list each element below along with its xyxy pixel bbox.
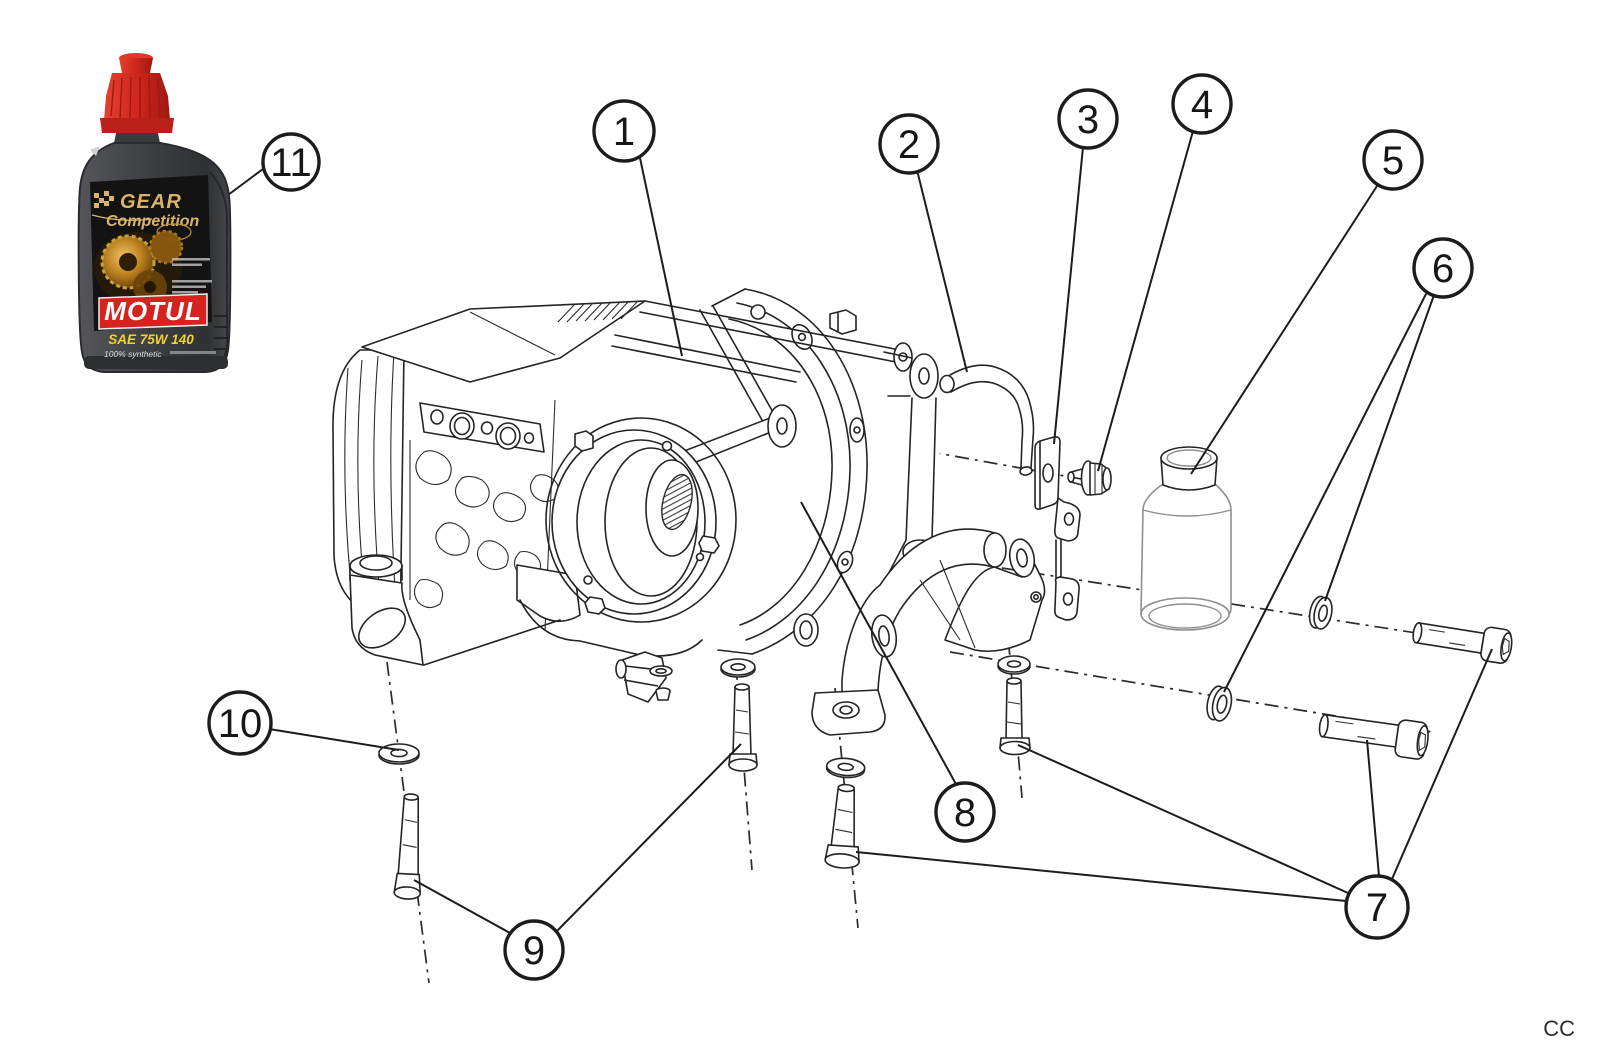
washer-6-upper [1308, 595, 1333, 630]
differential-housing [332, 288, 941, 704]
callout-2[interactable]: 2 [878, 113, 940, 175]
callout-5[interactable]: 5 [1362, 129, 1424, 191]
svg-text:1: 1 [613, 110, 635, 154]
callout-9[interactable]: 9 [503, 919, 565, 981]
svg-text:4: 4 [1191, 83, 1213, 127]
svg-text:9: 9 [523, 929, 545, 973]
svg-text:3: 3 [1077, 98, 1099, 142]
callout-6[interactable]: 6 [1412, 237, 1474, 299]
series-text: GEAR [120, 191, 182, 213]
gear-artwork [94, 229, 184, 304]
bolt-9-left [393, 793, 422, 900]
bracket-bolt [1067, 460, 1112, 496]
bottle-label: GEAR Competition MOTUL [90, 175, 216, 359]
series2-text: Competition [106, 213, 200, 230]
credit: CC [1543, 1016, 1575, 1041]
svg-text:8: 8 [954, 791, 976, 835]
svg-text:11: 11 [270, 141, 312, 185]
bolt-7-right [997, 655, 1031, 756]
gear-oil-bottle: GEAR Competition MOTUL [77, 53, 232, 373]
bolt-7-left [824, 757, 866, 869]
svg-text:5: 5 [1382, 139, 1404, 183]
socket-bolt-upper [1412, 622, 1513, 664]
breather-hose [939, 364, 1035, 476]
spec-text: 100% synthetic [104, 349, 162, 359]
callout-3[interactable]: 3 [1057, 88, 1119, 150]
catch-bottle [1140, 446, 1232, 631]
grade-text: SAE 75W 140 [108, 332, 194, 347]
callout-8[interactable]: 8 [934, 781, 996, 843]
callout-10[interactable]: 10 [207, 690, 273, 756]
svg-text:10: 10 [218, 702, 263, 746]
svg-text:7: 7 [1366, 886, 1388, 930]
callout-1[interactable]: 1 [592, 99, 656, 163]
checkered-flag-icon [94, 191, 114, 208]
washer-10 [378, 743, 420, 765]
socket-bolt-lower [1318, 714, 1429, 760]
bottle-bracket [1034, 436, 1081, 621]
brand-text: MOTUL [104, 296, 201, 326]
callout-4[interactable]: 4 [1171, 73, 1233, 135]
svg-text:6: 6 [1432, 247, 1454, 291]
callout-7[interactable]: 7 [1344, 874, 1410, 940]
leader-lines [196, 130, 1493, 934]
svg-text:2: 2 [898, 123, 920, 167]
callout-11[interactable]: 11 [261, 132, 321, 192]
bolt-9-middle [720, 658, 758, 772]
washer-6-lower [1206, 685, 1233, 722]
